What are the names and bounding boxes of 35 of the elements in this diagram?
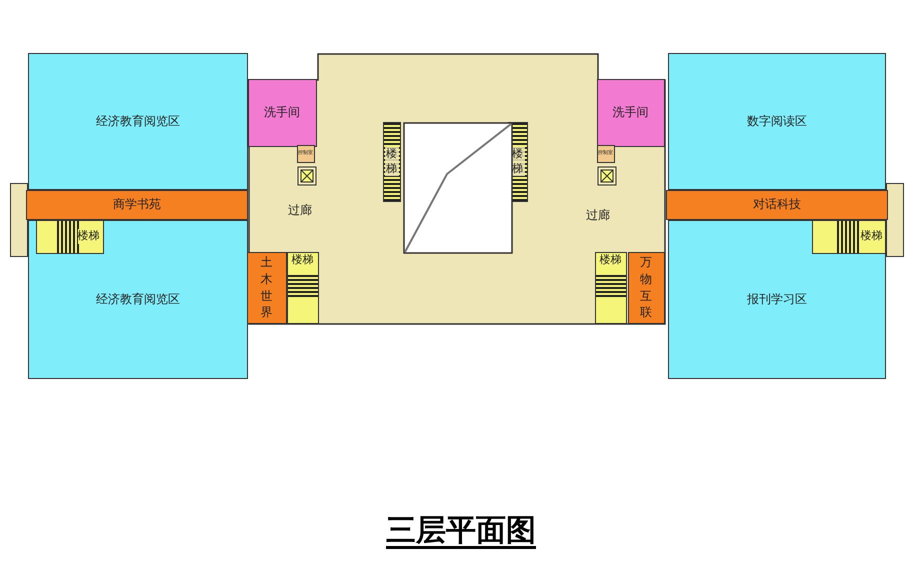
room-label: 万物互联 [639,254,653,322]
staircase [812,220,886,254]
room-label: 洗手间 [612,104,648,120]
side-extension [10,183,28,257]
reading-area [668,53,886,190]
staircase [286,252,318,324]
staircase [382,122,400,202]
shop-area [26,190,248,220]
restroom [596,78,664,146]
corridor-label: 过廊 [288,203,312,219]
room-label: 楼梯 [860,229,882,244]
staircase [594,252,626,324]
shop-area [246,252,286,324]
room-label: 楼梯 [78,229,100,244]
room-label: 洗手间 [264,104,300,120]
room-label: 数字阅读区 [747,114,807,130]
side-extension [886,183,904,257]
room-label: 楼梯 [292,252,314,267]
plan-title: 三层平面图 [385,512,537,550]
room-label: 土木世界 [260,254,274,322]
shop-area [666,190,888,220]
corridor-label: 过廊 [586,208,610,224]
room-label: 楼梯 [384,147,398,176]
room-label: 楼梯 [600,252,622,267]
room-label: 商学书苑 [113,197,161,213]
shop-area [628,252,664,324]
room-label: 对话科技 [753,197,801,213]
room-label: 报刊学习区 [747,292,807,308]
staircase [36,220,104,254]
reading-area [28,220,248,379]
room-label: 经济教育阅览区 [96,114,180,130]
restroom [248,78,316,146]
reading-area [668,220,886,379]
reading-area [28,53,248,190]
room-label: 经济教育阅览区 [96,292,180,308]
